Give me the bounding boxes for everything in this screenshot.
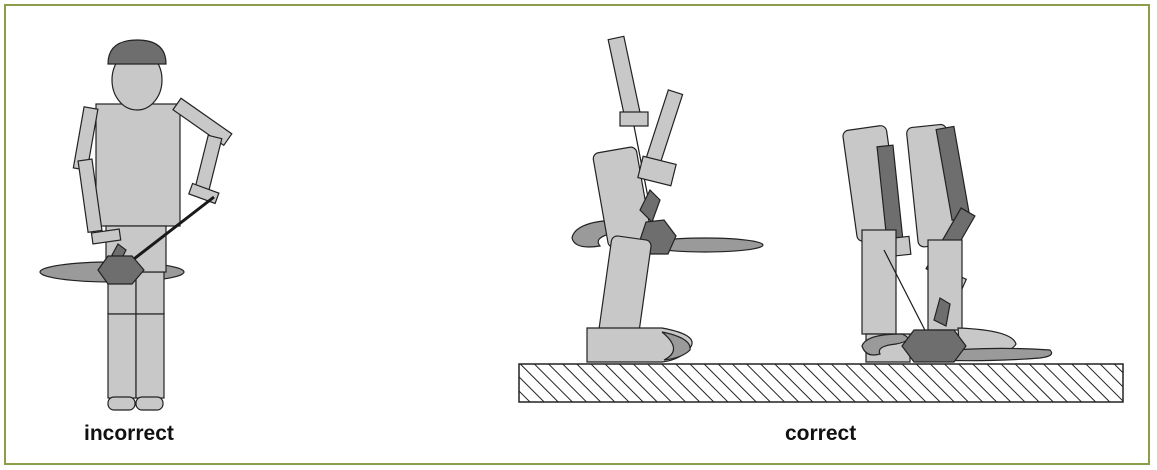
fig1-back-wrist: [619, 111, 649, 127]
fig2-back-thigh: [861, 229, 897, 335]
left-leg-lower: [107, 313, 137, 399]
fig2-coil-crescent: [861, 333, 909, 356]
fig1-thigh: [598, 235, 652, 340]
detector-shaft-left: [129, 195, 215, 264]
fig1-front-wrist: [637, 155, 677, 187]
right-upper-arm: [172, 97, 233, 147]
incorrect-figure: [39, 39, 233, 411]
correct-figure-2: [842, 123, 1053, 363]
fig1-back-upper-arm: [607, 35, 642, 119]
torso: [95, 103, 181, 227]
ground-hatched: [518, 363, 1124, 403]
left-foot: [107, 396, 136, 411]
correct-figure-1: [571, 35, 764, 363]
fig2-strap: [883, 249, 933, 345]
right-leg-upper: [135, 271, 165, 315]
caption-correct: correct: [785, 422, 857, 445]
cap: [107, 39, 167, 65]
right-foot: [135, 396, 164, 411]
left-forearm: [77, 158, 103, 233]
fig1-foot: [661, 331, 691, 361]
fig2-control-box: [901, 329, 967, 363]
fig1-front-upper-arm: [643, 89, 684, 170]
caption-incorrect: incorrect: [84, 422, 174, 445]
fig1-handle: [639, 188, 661, 224]
fig2-handle: [933, 297, 951, 327]
left-wrist: [90, 228, 122, 245]
right-leg-lower: [135, 313, 165, 399]
control-box-left: [97, 255, 145, 285]
